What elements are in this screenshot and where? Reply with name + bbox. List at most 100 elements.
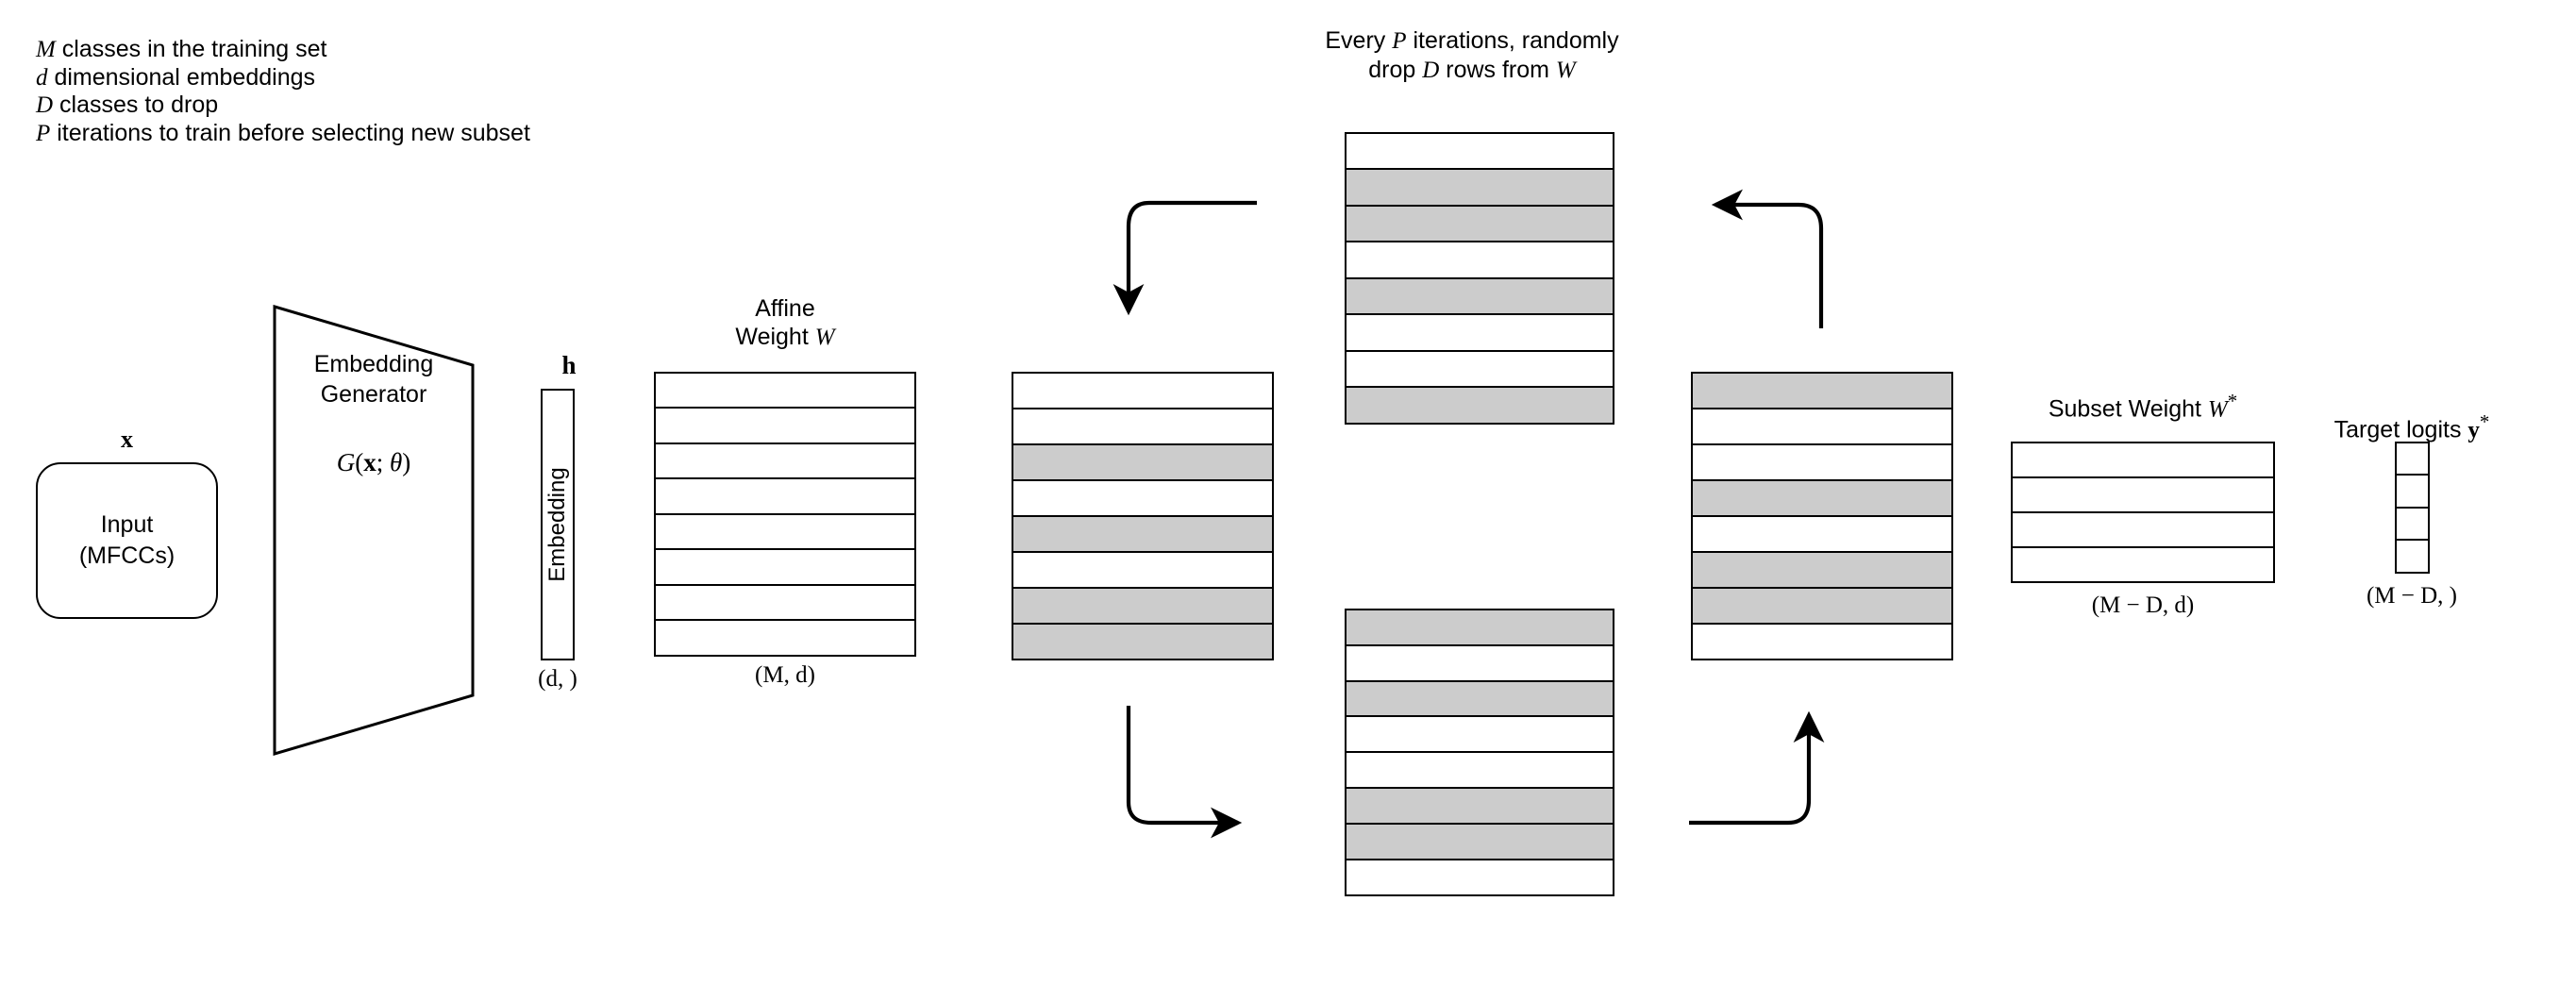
target-logits-star: * <box>2479 410 2490 433</box>
matrix-row[interactable] <box>1691 550 1953 590</box>
legend-symbol-P: P <box>36 120 51 146</box>
matrix-row[interactable] <box>654 512 916 551</box>
affine-weight-dims: (M, d) <box>755 662 815 688</box>
logit-cell[interactable] <box>2395 506 2430 542</box>
logit-cell[interactable] <box>2395 474 2430 509</box>
matrix-row[interactable] <box>1012 586 1274 626</box>
formula-open-paren: ( <box>355 448 364 476</box>
matrix-row[interactable] <box>1691 478 1953 518</box>
generator-label-line-1: Embedding <box>313 351 434 377</box>
matrix-row[interactable] <box>654 619 916 657</box>
matrix-row[interactable] <box>1012 622 1274 660</box>
input-box-label: Input (MFCCs) <box>79 509 175 572</box>
target-logits-symbol-y: y <box>2467 417 2480 443</box>
arrow-top-return <box>1711 189 1824 328</box>
center-left-matrix[interactable] <box>1012 372 1274 660</box>
embedding-symbol-h: h <box>561 351 577 379</box>
matrix-row[interactable] <box>1345 751 1614 790</box>
legend-symbol-D: D <box>36 92 54 118</box>
matrix-row[interactable] <box>1345 241 1614 280</box>
embedding-vertical-label: Embedding <box>544 467 570 582</box>
header-note-symbol-W: W <box>1555 58 1576 83</box>
matrix-row[interactable] <box>1345 609 1614 647</box>
matrix-row[interactable] <box>1012 514 1274 554</box>
subset-weight-caption: Subset Weight W* <box>2048 390 2238 423</box>
matrix-row[interactable] <box>1345 204 1614 243</box>
matrix-row[interactable] <box>1691 622 1953 660</box>
matrix-row[interactable] <box>1012 372 1274 410</box>
formula-x: x <box>363 448 376 476</box>
subset-weight-matrix[interactable] <box>2011 442 2275 583</box>
matrix-row[interactable] <box>654 477 916 516</box>
header-note-line-2: drop D rows from W <box>1368 57 1576 83</box>
matrix-row[interactable] <box>1691 514 1953 554</box>
matrix-row[interactable] <box>654 407 916 445</box>
legend-line-2: D classes to drop <box>36 92 530 120</box>
arrow-w-to-bottom <box>1126 706 1243 839</box>
center-right-matrix[interactable] <box>1691 372 1953 660</box>
embedding-vector[interactable]: Embedding <box>541 389 575 660</box>
legend-line-3: P iterations to train before selecting n… <box>36 120 530 148</box>
matrix-row[interactable] <box>1691 586 1953 626</box>
legend-text-1: dimensional embeddings <box>47 63 316 91</box>
matrix-row[interactable] <box>2011 510 2275 549</box>
embedding-generator-formula: G(x; θ) <box>272 448 476 476</box>
matrix-row[interactable] <box>2011 442 2275 479</box>
matrix-row[interactable] <box>1345 349 1614 389</box>
legend-symbol-d: d <box>36 64 48 91</box>
top-subset-matrix[interactable] <box>1345 132 1614 425</box>
matrix-row[interactable] <box>1345 822 1614 861</box>
embedding-dims: (d, ) <box>538 666 577 692</box>
target-logits-vector[interactable] <box>2395 442 2430 574</box>
matrix-row[interactable] <box>1012 443 1274 482</box>
header-note-symbol-D: D <box>1422 58 1440 83</box>
matrix-row[interactable] <box>1012 478 1274 518</box>
input-box[interactable]: Input (MFCCs) <box>36 462 218 619</box>
matrix-row[interactable] <box>1345 276 1614 316</box>
matrix-row[interactable] <box>1345 643 1614 683</box>
matrix-row[interactable] <box>1345 313 1614 353</box>
header-note-symbol-P: P <box>1392 28 1407 54</box>
matrix-row[interactable] <box>1012 407 1274 446</box>
matrix-row[interactable] <box>1345 168 1614 208</box>
matrix-row[interactable] <box>1691 443 1953 482</box>
matrix-row[interactable] <box>654 583 916 622</box>
affine-caption-line-1: Affine <box>755 295 815 322</box>
matrix-row[interactable] <box>1012 550 1274 590</box>
matrix-row[interactable] <box>1345 679 1614 718</box>
matrix-row[interactable] <box>1345 715 1614 754</box>
subset-weight-dims: (M − D, d) <box>2091 593 2195 618</box>
logit-cell[interactable] <box>2395 539 2430 574</box>
matrix-row[interactable] <box>1345 132 1614 171</box>
matrix-row[interactable] <box>2011 476 2275 514</box>
input-label-line-1: Input <box>100 511 154 538</box>
bottom-subset-matrix[interactable] <box>1345 609 1614 896</box>
input-x-symbol: x <box>121 426 133 453</box>
matrix-row[interactable] <box>654 442 916 480</box>
legend-line-1: d dimensional embeddings <box>36 64 530 92</box>
matrix-row[interactable] <box>1345 858 1614 896</box>
matrix-row[interactable] <box>1345 386 1614 425</box>
legend-symbol-M: M <box>36 37 56 62</box>
target-logits-caption: Target logits y* <box>2333 410 2490 443</box>
formula-theta: θ <box>390 448 403 476</box>
matrix-row[interactable] <box>654 372 916 409</box>
generator-label-line-2: Generator <box>320 381 427 408</box>
embedding-generator-shape[interactable] <box>272 304 476 757</box>
legend-line-0: M classes in the training set <box>36 36 530 64</box>
matrix-row[interactable] <box>1691 372 1953 410</box>
affine-weight-caption: Affine Weight W <box>654 294 916 352</box>
matrix-row[interactable] <box>2011 545 2275 583</box>
formula-semicolon: ; <box>376 448 390 476</box>
affine-weight-matrix[interactable] <box>654 372 916 657</box>
matrix-row[interactable] <box>1345 787 1614 826</box>
logit-cell[interactable] <box>2395 442 2430 476</box>
legend-text-0: classes in the training set <box>55 36 327 62</box>
embedding-generator-label: Embedding Generator <box>272 349 476 409</box>
formula-G: G <box>336 448 356 476</box>
matrix-row[interactable] <box>1691 407 1953 446</box>
header-note-line-1: Every P iterations, randomly <box>1325 27 1619 54</box>
matrix-row[interactable] <box>654 548 916 587</box>
legend-text-2: classes to drop <box>53 92 219 118</box>
